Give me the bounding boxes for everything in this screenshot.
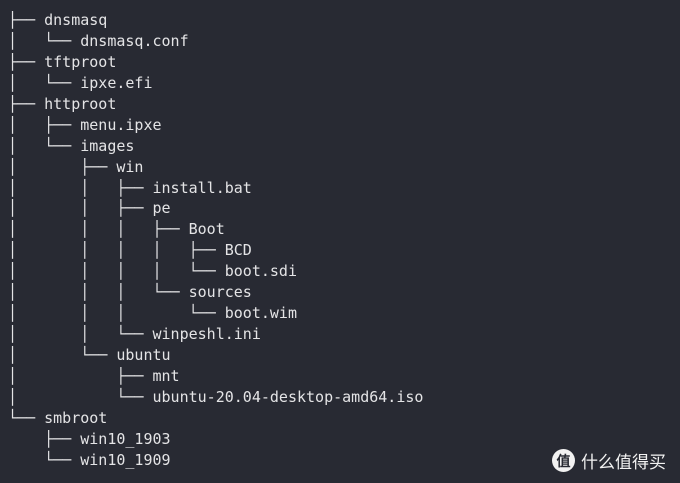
- tree-line: └── smbroot: [8, 408, 108, 427]
- tree-line: ├── dnsmasq: [8, 11, 108, 29]
- tree-line: ├── tftproot: [8, 52, 117, 71]
- tree-line: │ ├── menu.ipxe: [8, 115, 162, 134]
- tree-line: │ │ │ │ └── boot.sdi: [8, 262, 297, 281]
- tree-line: │ │ │ └── sources: [8, 283, 252, 302]
- tree-line: │ │ ├── pe: [8, 199, 171, 218]
- tree-line: │ ├── mnt: [8, 366, 180, 385]
- tree-line: │ │ ├── install.bat: [8, 178, 252, 197]
- tree-line: │ │ │ ├── Boot: [8, 220, 225, 239]
- tree-line: │ └── dnsmasq.conf: [8, 31, 189, 50]
- tree-line: │ │ └── winpeshl.ini: [8, 325, 261, 344]
- tree-line: │ └── ipxe.efi: [8, 73, 153, 92]
- watermark-text: 什么值得买: [581, 453, 666, 473]
- directory-tree-output: ├── dnsmasq │ └── dnsmasq.conf ├── tftproo…: [8, 10, 423, 471]
- tree-line: └── win10_1909: [8, 450, 171, 469]
- tree-line: ├── httproot: [8, 94, 117, 113]
- tree-line: │ └── ubuntu-20.04-desktop-amd64.iso: [8, 387, 424, 406]
- tree-line: ├── win10_1903: [8, 429, 171, 448]
- tree-line: │ │ │ │ ├── BCD: [8, 241, 252, 260]
- tree-line: │ ├── win: [8, 157, 144, 176]
- watermark-logo-icon: 值: [552, 449, 575, 472]
- tree-line: │ └── images: [8, 136, 135, 155]
- tree-line: │ └── ubuntu: [8, 346, 171, 364]
- tree-line: │ │ │ └── boot.wim: [8, 304, 297, 323]
- watermark: 值 什么值得买: [552, 448, 666, 473]
